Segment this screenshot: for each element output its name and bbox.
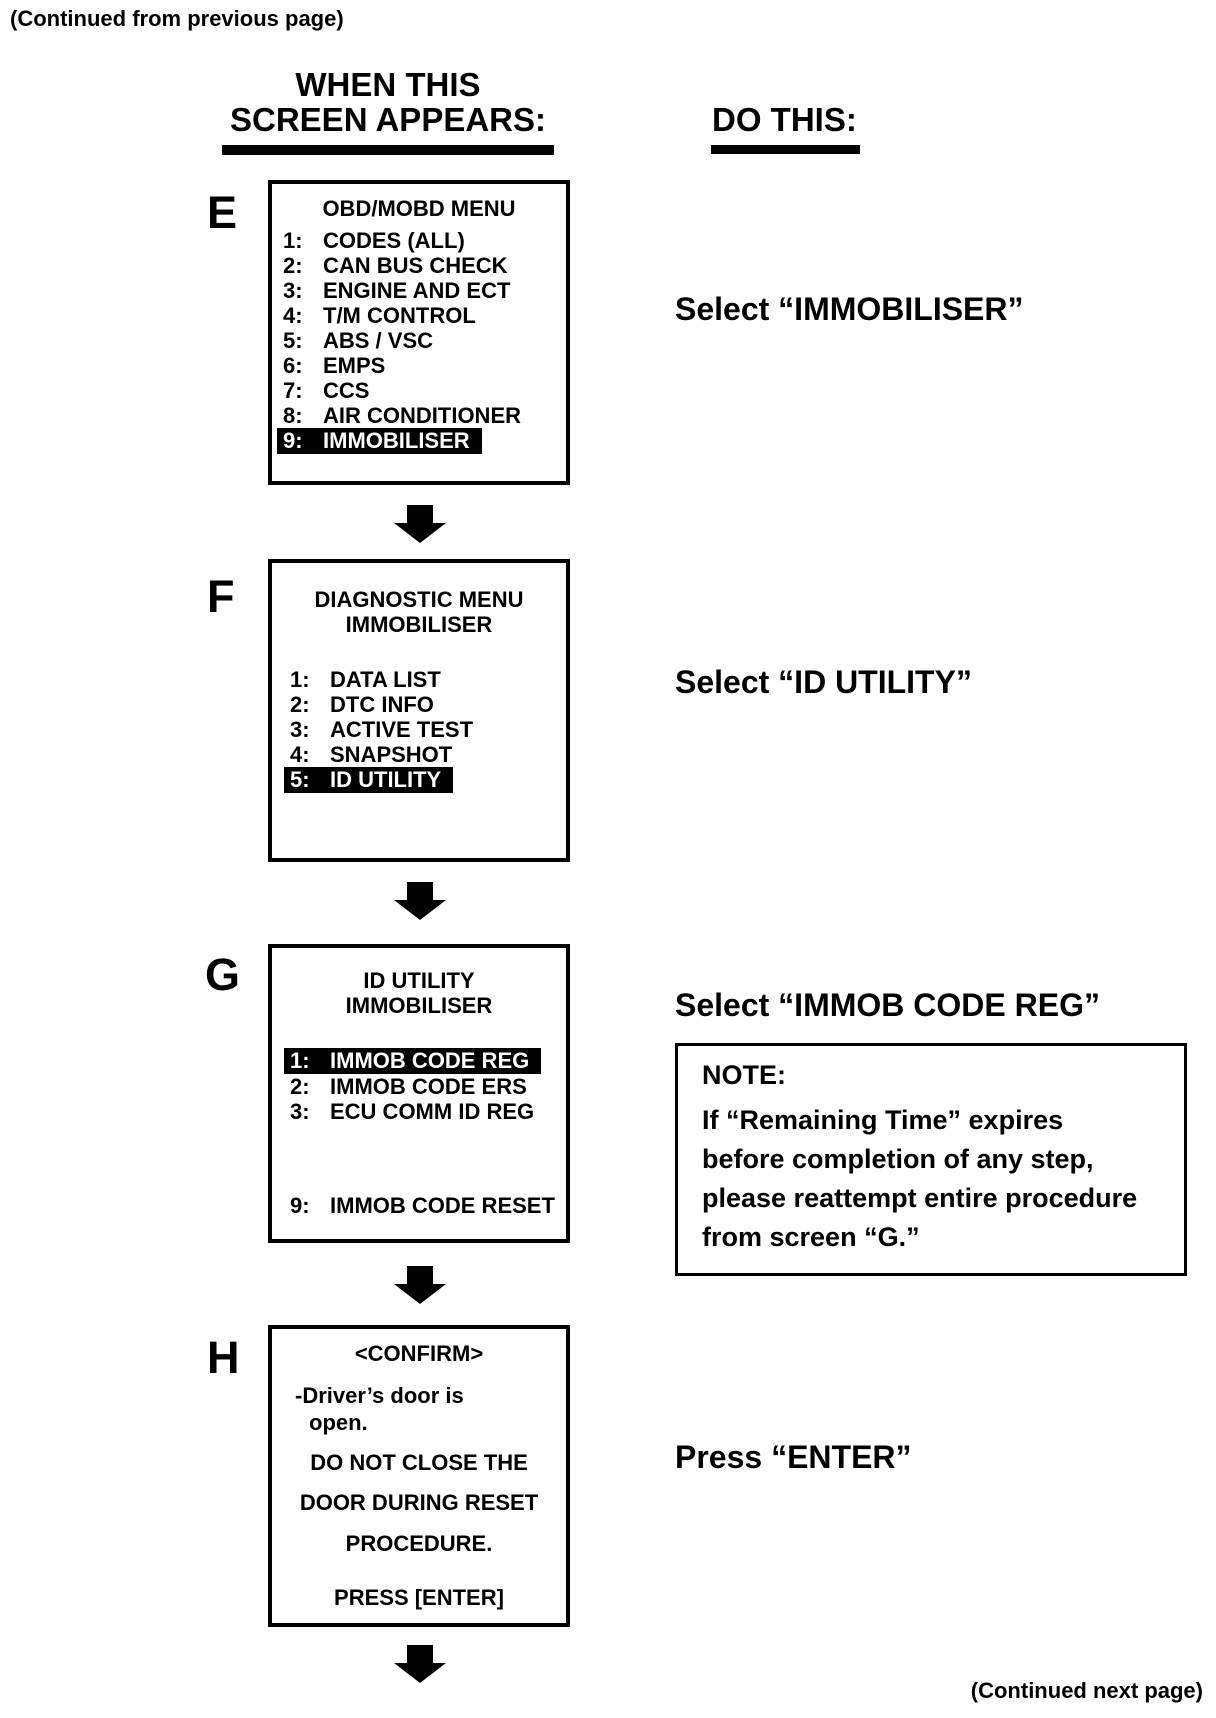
menu-item-number: 9: bbox=[290, 1193, 310, 1218]
menu-item: 6: EMPS bbox=[283, 353, 385, 378]
down-arrow-icon bbox=[394, 882, 446, 920]
screen-h-warning-line2: DOOR DURING RESET bbox=[299, 1490, 539, 1515]
down-arrow-icon bbox=[394, 505, 446, 543]
menu-item: 1: CODES (ALL) bbox=[283, 228, 465, 253]
screen-h-title: <CONFIRM> bbox=[354, 1341, 484, 1366]
menu-item-label: T/M CONTROL bbox=[323, 303, 476, 328]
menu-item: 4: T/M CONTROL bbox=[283, 303, 476, 328]
when-header-line1: WHEN THIS bbox=[295, 66, 481, 103]
menu-item: 2: CAN BUS CHECK bbox=[283, 253, 508, 278]
menu-item-label: IMMOB CODE RESET bbox=[330, 1193, 555, 1218]
down-arrow-icon bbox=[394, 1645, 446, 1683]
menu-item-label: IMMOB CODE ERS bbox=[330, 1074, 527, 1099]
note-line: before completion of any step, bbox=[702, 1144, 1094, 1174]
menu-item: 2: IMMOB CODE ERS bbox=[290, 1074, 527, 1099]
screen-g-box: ID UTILITY IMMOBILISER 1: IMMOB CODE REG … bbox=[268, 944, 570, 1243]
menu-item-number: 9: bbox=[283, 428, 303, 453]
screen-g-title-line1: ID UTILITY bbox=[363, 968, 475, 993]
menu-item-label: ID UTILITY bbox=[330, 767, 442, 792]
step-label-e: E bbox=[207, 187, 238, 238]
menu-item-number: 3: bbox=[290, 717, 310, 742]
screen-h-warning-line1: DO NOT CLOSE THE bbox=[310, 1450, 528, 1475]
note-body: If “Remaining Time” expires before compl… bbox=[702, 1101, 1170, 1257]
menu-item: 1: IMMOB CODE REG bbox=[284, 1048, 542, 1074]
do-this-header: DO THIS: bbox=[711, 102, 860, 154]
menu-item-number: 3: bbox=[283, 278, 303, 303]
menu-item-label: CODES (ALL) bbox=[323, 228, 465, 253]
menu-item-number: 2: bbox=[290, 1074, 310, 1099]
screen-h-box: <CONFIRM> -Driver’s door is open. DO NOT… bbox=[268, 1325, 570, 1627]
menu-item-number: 5: bbox=[283, 328, 303, 353]
menu-item-number: 6: bbox=[283, 353, 303, 378]
note-line: from screen “G.” bbox=[702, 1222, 920, 1252]
menu-item-label: DATA LIST bbox=[330, 667, 441, 692]
step-g-action: Select “IMMOB CODE REG” bbox=[675, 987, 1100, 1023]
menu-item: 9: IMMOBILISER bbox=[277, 428, 482, 454]
down-arrow-icon bbox=[394, 1266, 446, 1304]
screen-g-title-line2: IMMOBILISER bbox=[345, 993, 493, 1018]
menu-item-number: 1: bbox=[290, 667, 310, 692]
menu-item-label: CCS bbox=[323, 378, 370, 403]
menu-item-label: ABS / VSC bbox=[323, 328, 434, 353]
menu-item-label: EMPS bbox=[323, 353, 386, 378]
menu-item-label: DTC INFO bbox=[330, 692, 434, 717]
menu-item-number: 1: bbox=[290, 1048, 310, 1073]
step-e-action: Select “IMMOBILISER” bbox=[675, 291, 1024, 327]
menu-item-label: ECU COMM ID REG bbox=[330, 1099, 535, 1124]
screen-f-menu: 1: DATA LIST 2: DTC INFO 3: ACTIVE TEST 4: S… bbox=[284, 667, 473, 793]
menu-item-number: 3: bbox=[290, 1099, 310, 1124]
menu-item-label: IMMOB CODE REG bbox=[330, 1048, 530, 1073]
screen-h-bullet-line1: -Driver’s door is bbox=[295, 1383, 464, 1408]
when-screen-appears-header: WHEN THIS SCREEN APPEARS: bbox=[222, 67, 554, 155]
screen-g-menu-item-9: 9: IMMOB CODE RESET bbox=[290, 1193, 555, 1218]
screen-e-box: OBD/MOBD MENU 1: CODES (ALL) 2: CAN BUS CH… bbox=[268, 180, 570, 485]
menu-item-number: 4: bbox=[290, 742, 310, 767]
menu-item: 7: CCS bbox=[283, 378, 369, 403]
menu-item: 3: ACTIVE TEST bbox=[290, 717, 473, 742]
menu-item-label: SNAPSHOT bbox=[330, 742, 453, 767]
menu-item-label: ENGINE AND ECT bbox=[323, 278, 511, 303]
screen-f-title-line2: IMMOBILISER bbox=[345, 612, 493, 637]
menu-item: 5: ID UTILITY bbox=[284, 767, 454, 793]
screen-h-bullet-line2: open. bbox=[309, 1410, 368, 1435]
menu-item: 4: SNAPSHOT bbox=[290, 742, 452, 767]
step-label-f: F bbox=[207, 571, 235, 622]
screen-f-title-line1: DIAGNOSTIC MENU bbox=[314, 587, 524, 612]
step-h-action: Press “ENTER” bbox=[675, 1439, 912, 1475]
menu-item-number: 5: bbox=[290, 767, 310, 792]
menu-item-label: AIR CONDITIONER bbox=[323, 403, 521, 428]
menu-item: 9: IMMOB CODE RESET bbox=[290, 1193, 555, 1218]
menu-item-label: CAN BUS CHECK bbox=[323, 253, 508, 278]
menu-item: 3: ENGINE AND ECT bbox=[283, 278, 510, 303]
screen-g-menu: 1: IMMOB CODE REG 2: IMMOB CODE ERS 3: ECU … bbox=[284, 1048, 542, 1124]
screen-e-menu: 1: CODES (ALL) 2: CAN BUS CHECK 3: ENGINE A… bbox=[277, 228, 521, 454]
menu-item-number: 2: bbox=[283, 253, 303, 278]
menu-item: 1: DATA LIST bbox=[290, 667, 441, 692]
step-label-h: H bbox=[207, 1332, 240, 1383]
menu-item-number: 1: bbox=[283, 228, 303, 253]
screen-f-box: DIAGNOSTIC MENU IMMOBILISER 1: DATA LIST … bbox=[268, 559, 570, 862]
note-line: please reattempt entire procedure bbox=[702, 1183, 1138, 1213]
menu-item: 3: ECU COMM ID REG bbox=[290, 1099, 534, 1124]
menu-item-number: 4: bbox=[283, 303, 303, 328]
note-box: NOTE: If “Remaining Time” expires before… bbox=[675, 1043, 1187, 1276]
continued-from-label: (Continued from previous page) bbox=[10, 6, 344, 31]
menu-item-label: ACTIVE TEST bbox=[330, 717, 474, 742]
when-header-line2: SCREEN APPEARS: bbox=[230, 101, 546, 138]
note-title: NOTE: bbox=[702, 1060, 786, 1090]
menu-item-number: 8: bbox=[283, 403, 303, 428]
screen-h-warning-line3: PROCEDURE. bbox=[345, 1531, 493, 1556]
screen-h-press-line: PRESS [ENTER] bbox=[334, 1585, 504, 1610]
menu-item: 2: DTC INFO bbox=[290, 692, 434, 717]
continued-next-label: (Continued next page) bbox=[970, 1678, 1203, 1703]
menu-item-label: IMMOBILISER bbox=[323, 428, 470, 453]
menu-item: 8: AIR CONDITIONER bbox=[283, 403, 521, 428]
menu-item-number: 7: bbox=[283, 378, 303, 403]
note-line: If “Remaining Time” expires bbox=[702, 1105, 1064, 1135]
step-label-g: G bbox=[205, 949, 241, 1000]
menu-item-number: 2: bbox=[290, 692, 310, 717]
menu-item: 5: ABS / VSC bbox=[283, 328, 433, 353]
screen-e-title: OBD/MOBD MENU bbox=[322, 196, 516, 221]
step-f-action: Select “ID UTILITY” bbox=[675, 664, 972, 700]
